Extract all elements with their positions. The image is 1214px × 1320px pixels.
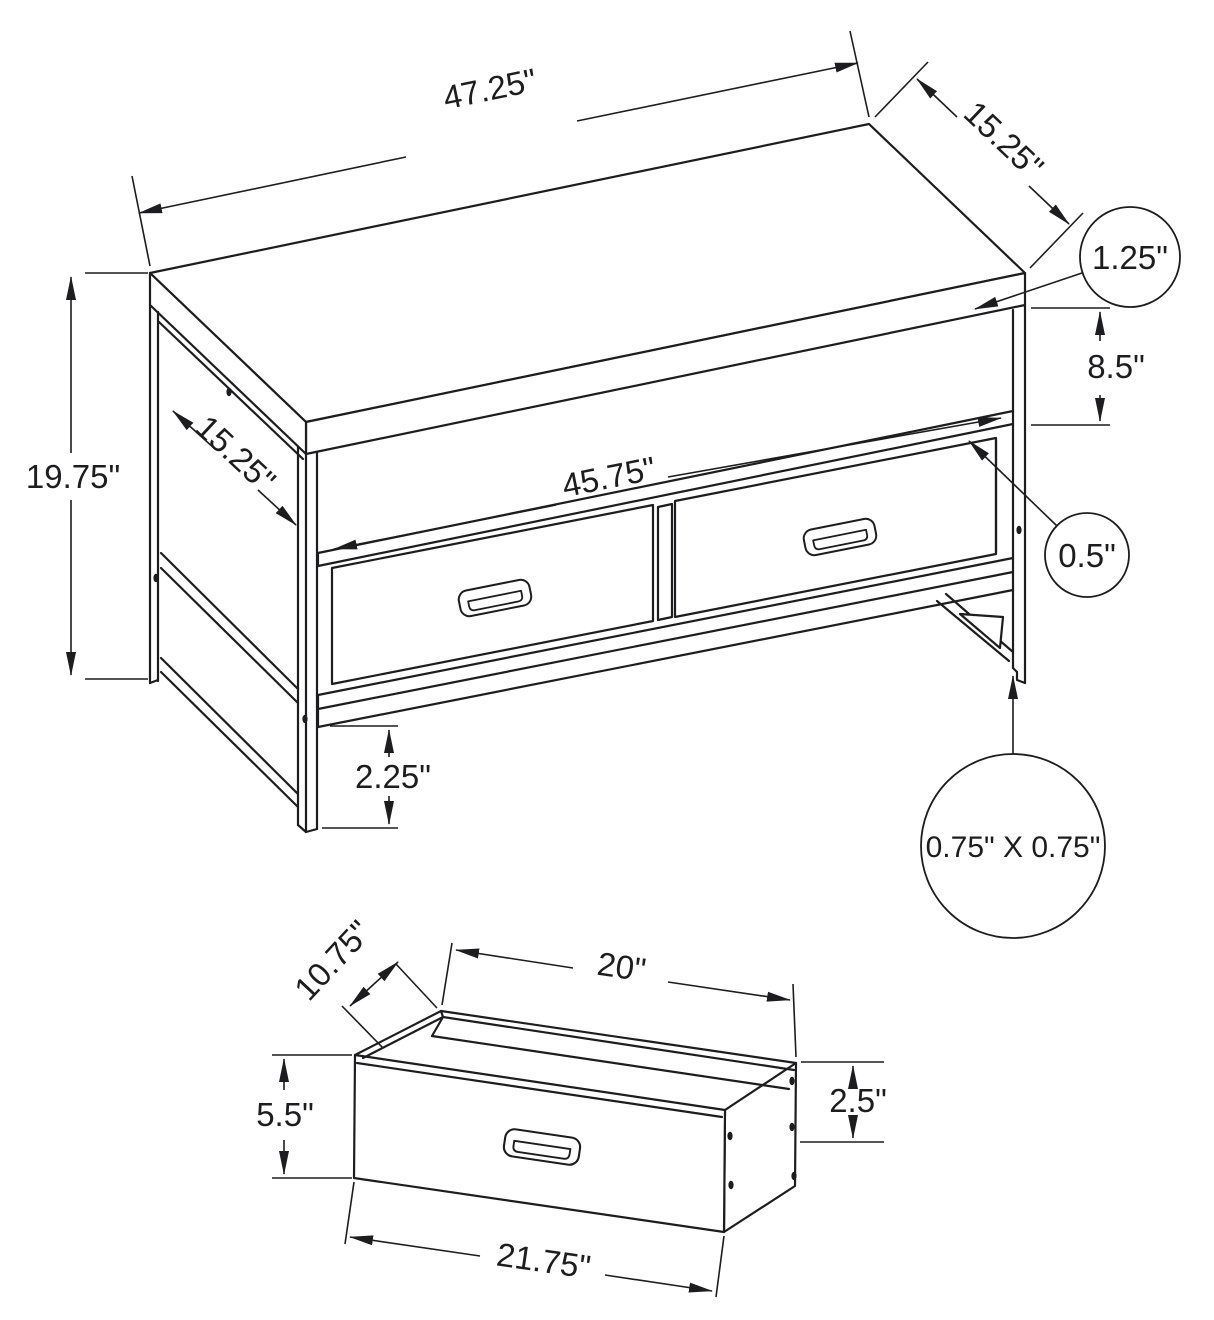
dim-drawer-back-height: 2.5" bbox=[800, 1061, 887, 1143]
callout-shelf-thickness: 0.5" bbox=[968, 440, 1130, 598]
tv-stand-left-frame bbox=[153, 320, 308, 809]
callout-top-thickness: 1.25" bbox=[974, 206, 1181, 310]
tv-stand-view: 47.25" 15.25" 1.25" bbox=[26, 30, 1181, 939]
dim-bottom-clearance: 2.25" bbox=[322, 725, 431, 829]
dim-shelf-clearance: 8.5" bbox=[1031, 307, 1145, 426]
dim-overall-height: 19.75" bbox=[26, 272, 148, 680]
label-drawer-front-width: 21.75" bbox=[494, 1236, 593, 1286]
corner-gusset bbox=[935, 592, 1015, 663]
label-side-depth: 15.25" bbox=[189, 408, 283, 499]
dim-drawer-inner-width: 20" bbox=[441, 942, 797, 1058]
tv-stand-drawers bbox=[330, 436, 998, 686]
tv-stand-legs bbox=[148, 303, 1027, 834]
label-top-thickness: 1.25" bbox=[1092, 239, 1168, 276]
label-inner-width: 45.75" bbox=[559, 449, 659, 504]
label-overall-width: 47.25" bbox=[440, 61, 540, 116]
label-bottom-clearance: 2.25" bbox=[355, 758, 431, 795]
label-top-depth: 15.25" bbox=[957, 94, 1051, 186]
dim-drawer-front-height: 5.5" bbox=[256, 1054, 352, 1179]
label-drawer-back-height: 2.5" bbox=[829, 1082, 887, 1119]
label-drawer-inner-width: 20" bbox=[595, 945, 648, 989]
label-overall-height: 19.75" bbox=[26, 458, 120, 495]
callout-frame-tube: 0.75" X 0.75" bbox=[920, 675, 1106, 939]
drawer-view: 10.75" 20" 5.5" bbox=[256, 913, 887, 1298]
dim-drawer-depth: 10.75" bbox=[287, 913, 438, 1049]
tv-stand-bottom-rail bbox=[316, 556, 1015, 729]
label-shelf-clearance: 8.5" bbox=[1087, 348, 1145, 385]
tv-stand-dimensions: 47.25" 15.25" 1.25" bbox=[26, 30, 1181, 939]
drawer-box bbox=[352, 1009, 798, 1234]
label-drawer-front-height: 5.5" bbox=[256, 1096, 314, 1133]
label-shelf-thickness: 0.5" bbox=[1058, 537, 1116, 574]
label-frame-tube: 0.75" X 0.75" bbox=[926, 831, 1101, 864]
tv-stand-top-panel bbox=[148, 122, 1027, 456]
